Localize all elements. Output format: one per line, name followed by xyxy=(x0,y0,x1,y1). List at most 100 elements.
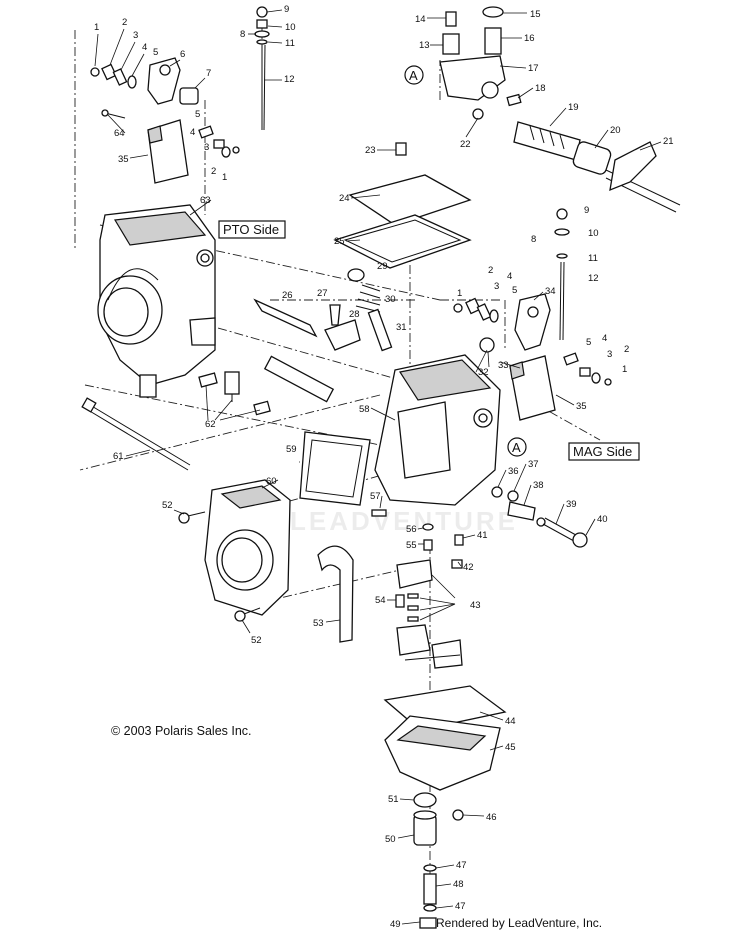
mag-carburetor-body xyxy=(374,354,501,506)
svg-text:MAG Side: MAG Side xyxy=(573,444,632,459)
callout-62: 62 xyxy=(205,419,216,430)
callout-4: 4 xyxy=(142,42,147,53)
callout-46: 46 xyxy=(486,812,497,823)
callout-5-mag: 5 xyxy=(512,285,517,296)
long-bolt xyxy=(81,397,191,471)
callout-7: 7 xyxy=(206,68,211,79)
copyright-text: © 2003 Polaris Sales Inc. xyxy=(111,724,252,738)
callout-15: 15 xyxy=(530,9,541,20)
leader-lines xyxy=(94,9,662,925)
pto-top-cluster xyxy=(90,57,240,184)
top-cover-gaskets xyxy=(333,142,472,269)
callout-2c-mag: 2 xyxy=(624,344,629,355)
callout-4b: 4 xyxy=(190,127,195,138)
callout-1b: 1 xyxy=(222,172,227,183)
callout-12-mag: 12 xyxy=(588,273,599,284)
callout-19: 19 xyxy=(568,102,579,113)
callout-20: 20 xyxy=(610,125,621,136)
callout-14: 14 xyxy=(415,14,426,25)
part-number-callouts: 1 2 3 4 5 6 7 8 9 10 11 12 13 14 15 16 1… xyxy=(94,4,674,930)
callout-31: 31 xyxy=(396,322,407,333)
callout-48: 48 xyxy=(453,879,464,890)
callout-30: 30 xyxy=(385,294,396,305)
mag-side-cluster xyxy=(453,293,612,421)
float-bowl xyxy=(383,685,507,821)
callout-64: 64 xyxy=(114,128,125,139)
callout-25: 25 xyxy=(334,236,345,247)
jet-needle-assembly-mag xyxy=(554,208,570,341)
callout-36: 36 xyxy=(508,466,519,477)
callout-10: 10 xyxy=(285,22,296,33)
callout-37: 37 xyxy=(528,459,539,470)
callout-51: 51 xyxy=(388,794,399,805)
callout-1-mag: 1 xyxy=(457,288,462,299)
callout-4-mag: 4 xyxy=(507,271,512,282)
callout-55: 55 xyxy=(406,540,417,551)
callout-12: 12 xyxy=(284,74,295,85)
callout-18: 18 xyxy=(535,83,546,94)
mag-side-tag: MAG Side xyxy=(568,442,640,461)
callout-40: 40 xyxy=(597,514,608,525)
callout-52b: 52 xyxy=(251,635,262,646)
callout-4c-mag: 4 xyxy=(602,333,607,344)
carb-gasket xyxy=(299,431,371,506)
svg-text:A: A xyxy=(409,68,418,83)
rendered-by-text: Rendered by LeadVenture, Inc. xyxy=(436,916,603,930)
callout-23: 23 xyxy=(365,145,376,156)
callout-5c-mag: 5 xyxy=(586,337,591,348)
callout-59: 59 xyxy=(286,444,297,455)
adapter-screws xyxy=(178,511,261,622)
callout-58: 58 xyxy=(359,404,370,415)
callout-47a: 47 xyxy=(456,860,467,871)
callout-47b: 47 xyxy=(455,901,466,912)
throttle-adapter xyxy=(204,479,291,616)
pto-side-tag: PTO Side xyxy=(218,220,286,239)
callout-27: 27 xyxy=(317,288,328,299)
callout-17: 17 xyxy=(528,63,539,74)
center-small-parts xyxy=(324,268,393,352)
callout-3b: 3 xyxy=(204,142,209,153)
callout-2-mag: 2 xyxy=(488,265,493,276)
jet-needle-assembly-pto xyxy=(254,6,270,131)
callout-3-mag: 3 xyxy=(494,281,499,292)
callout-57: 57 xyxy=(370,491,381,502)
callout-24: 24 xyxy=(339,193,350,204)
callout-2: 2 xyxy=(122,17,127,28)
fuel-fittings xyxy=(198,371,271,421)
callout-41: 41 xyxy=(477,530,488,541)
svg-text:PTO Side: PTO Side xyxy=(223,222,279,237)
callout-26: 26 xyxy=(282,290,293,301)
throttle-linkage xyxy=(439,6,681,213)
svg-text:A: A xyxy=(512,440,521,455)
callout-61: 61 xyxy=(113,451,124,462)
callout-28: 28 xyxy=(349,309,360,320)
callout-8-mag: 8 xyxy=(531,234,536,245)
drain-hose xyxy=(317,545,354,643)
float-assembly xyxy=(395,559,463,669)
callout-29: 29 xyxy=(377,261,388,272)
callout-50: 50 xyxy=(385,834,396,845)
bowl-drain-parts xyxy=(413,792,437,929)
callout-52a: 52 xyxy=(162,500,173,511)
callout-1c-mag: 1 xyxy=(622,364,627,375)
callout-54: 54 xyxy=(375,595,386,606)
watermark: LEADVENTURE xyxy=(290,506,518,536)
callout-11: 11 xyxy=(285,38,295,49)
callout-43: 43 xyxy=(470,600,481,611)
callout-34: 34 xyxy=(545,286,556,297)
callout-35-mag: 35 xyxy=(576,401,587,412)
callout-9: 9 xyxy=(284,4,289,15)
ref-a-top: A xyxy=(404,65,424,85)
callout-5b: 5 xyxy=(195,109,200,120)
callout-6: 6 xyxy=(180,49,185,60)
callout-10-mag: 10 xyxy=(588,228,599,239)
callout-60: 60 xyxy=(266,476,277,487)
callout-21: 21 xyxy=(663,136,674,147)
callout-11-mag: 11 xyxy=(588,253,598,264)
callout-9-mag: 9 xyxy=(584,205,589,216)
callout-49: 49 xyxy=(390,919,401,930)
callout-56: 56 xyxy=(406,524,417,535)
connector-tubes xyxy=(253,298,335,403)
callout-5: 5 xyxy=(153,47,158,58)
